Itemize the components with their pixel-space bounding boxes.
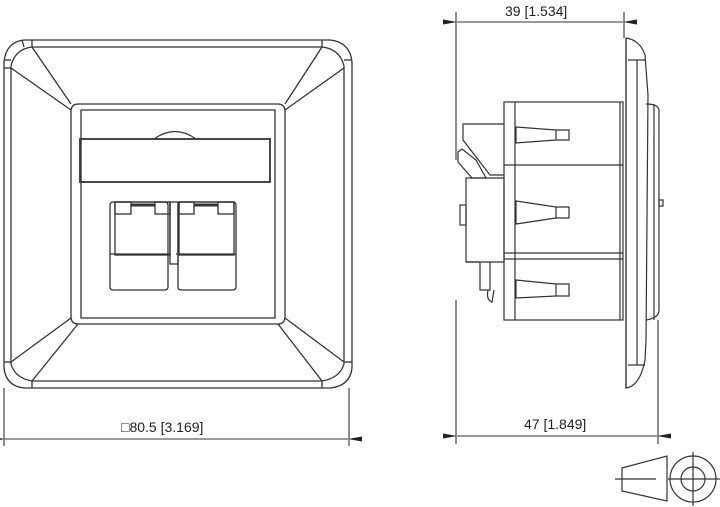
rj45-port-left (109, 201, 171, 291)
dimension-width (0, 388, 362, 446)
side-faceplate (625, 37, 649, 389)
dimension-depth-39: 39 [1.534] (505, 3, 567, 19)
rj45-port-right (176, 201, 237, 291)
dimension-top (443, 12, 637, 160)
rear-connector (462, 123, 504, 176)
projection-symbol (615, 452, 720, 506)
dimension-depth-47: 47 [1.849] (524, 416, 586, 432)
truncated-cone-icon (621, 455, 668, 502)
side-view (457, 37, 664, 389)
label-window-tab (153, 130, 197, 140)
dimension-width-80-5: □80.5 [3.169] (121, 419, 203, 435)
dimension-bottom (443, 300, 671, 444)
front-view (3, 39, 353, 389)
side-body (503, 101, 624, 321)
label-window (79, 138, 271, 183)
bevel-line (31, 46, 72, 105)
outer-frame (3, 39, 353, 389)
port-divider (169, 201, 179, 265)
clip (515, 126, 570, 144)
